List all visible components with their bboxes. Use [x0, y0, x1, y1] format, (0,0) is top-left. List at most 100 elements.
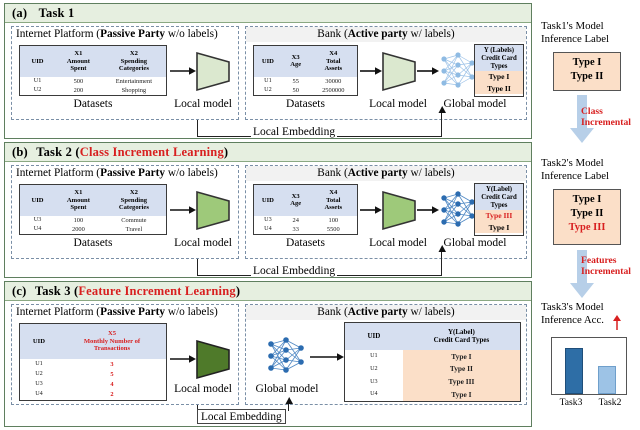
task3-inference-caption: Task3's Model Inference Acc.	[541, 301, 604, 326]
task2-passive-table: UID X1 Amount Spent X2 Spending Categori…	[19, 184, 167, 235]
task3-global-model-caption: Global model	[255, 383, 319, 395]
passive-title-bold: Passive Party	[100, 28, 166, 40]
panel-task1-title: Task 1	[38, 6, 75, 20]
task2-active-arrow1-icon	[360, 206, 382, 214]
task2-global-model-caption: Global model	[443, 237, 507, 249]
bar-task2	[598, 366, 616, 394]
task1-active-table: UID X3 Age X4 Total Assets	[253, 45, 358, 96]
th-uid: UID	[20, 324, 58, 360]
task3-passive-local-model-icon	[196, 339, 230, 380]
table-row: U3 24 100	[264, 216, 339, 224]
table-row: U4 33 5500	[264, 225, 340, 233]
features-incremental-arrow-icon	[570, 250, 594, 298]
th-x4: X4 Total Assets	[309, 46, 357, 77]
inference-type: Type II	[570, 208, 604, 220]
panel-task3-tag: (c)	[12, 284, 27, 298]
task2-active-party: Bank (Active party w/ labels) UID X3 Age	[245, 165, 527, 259]
task2-global-model-icon	[441, 191, 475, 227]
inference-type: Type III	[568, 222, 606, 234]
panel-task1-header: (a) Task 1	[5, 4, 531, 23]
inference-type: Type I	[572, 194, 602, 205]
panel-task2-title-close: )	[223, 145, 229, 159]
table-row: U4 2	[35, 390, 114, 399]
task1-active-local-model-icon	[382, 51, 416, 92]
task2-passive-model-caption: Local model	[174, 237, 232, 249]
table-row: U2 5	[35, 369, 114, 378]
panel-task3-title-close: )	[235, 284, 241, 298]
table-row: U2 50 2500000	[264, 86, 345, 94]
y-row: Type III	[475, 210, 523, 222]
task1-global-model-icon	[441, 52, 475, 88]
task1-active-title: Bank (Active party w/ labels)	[246, 27, 526, 42]
panel-task2-header: (b) Task 2 (Class Increment Learning)	[5, 143, 531, 162]
task1-global-model-caption: Global model	[443, 98, 507, 110]
th-x4: X4 Total Assets	[309, 185, 357, 216]
task1-active-arrow2-icon	[417, 67, 439, 75]
panel-task3-subtitle: Feature Increment Learning	[78, 284, 236, 298]
inference-type: Type II	[570, 71, 604, 83]
task1-embedding-arrowhead-icon	[438, 106, 446, 113]
table-row: U3 4	[35, 380, 114, 389]
th-x2: X2 Spending Categories	[101, 46, 166, 77]
task2-passive-title: Internet Platform (Passive Party w/o lab…	[12, 166, 238, 181]
y-row: Type II	[475, 82, 523, 95]
table-row: U1 3	[35, 359, 114, 368]
task3-active-title: Bank (Active party w/ labels)	[246, 305, 526, 320]
task2-passive-arrow-icon	[170, 206, 196, 214]
panel-task2-title: Task 2 (	[36, 145, 80, 159]
task3-passive-model-caption: Local model	[174, 383, 232, 395]
task1-passive-table: UID X1 Amount Spent X2 Spending Categori…	[19, 45, 167, 96]
task3-embedding-arrowhead-icon	[285, 397, 293, 404]
y-head: Y(Label) Credit Card Types	[475, 184, 523, 211]
task3-result-arrow-icon	[310, 353, 344, 361]
task1-passive-title: Internet Platform (Passive Party w/o lab…	[12, 27, 238, 42]
th-x3: X3 Age	[281, 185, 310, 216]
y-head: Y (Labels) Credit Card Types	[475, 45, 523, 72]
active-title-bold: Active party	[347, 28, 408, 40]
task2-active-title: Bank (Active party w/ labels)	[246, 166, 526, 181]
task1-passive-dataset-caption: Datasets	[73, 98, 113, 110]
task3-global-model-icon	[268, 337, 304, 373]
task2-embedding-arrowhead-icon	[438, 245, 446, 252]
th-uid: UID	[20, 185, 56, 216]
task1-active-arrow1-icon	[360, 67, 382, 75]
panel-task1: (a) Task 1 Internet Platform (Passive Pa…	[4, 3, 532, 139]
task1-y-labels-box: Y (Labels) Credit Card Types Type I Type…	[474, 44, 524, 97]
panel-task3-title: Task 3 (	[34, 284, 79, 298]
accuracy-up-arrow-icon	[613, 315, 621, 330]
task1-passive-model-caption: Local model	[174, 98, 232, 110]
table-row: U1 Type I	[345, 350, 520, 364]
task1-embedding-label: Local Embedding	[251, 126, 338, 138]
task2-y-labels-box: Y(Label) Credit Card Types Type III Type…	[474, 183, 524, 236]
task1-active-local-model-caption: Local model	[369, 98, 427, 110]
inference-type: Type I	[572, 57, 602, 68]
table-row: U2 200 Shopping	[33, 86, 147, 94]
table-row: U4 2000 Travel	[33, 225, 143, 233]
th-uid: UID	[254, 185, 282, 216]
table-row: U3 Type III	[345, 375, 520, 389]
task2-passive-dataset-caption: Datasets	[73, 237, 113, 249]
active-title-prefix: Bank (	[317, 28, 348, 40]
th-x5: X5 Monthly Number of Transactions	[57, 324, 166, 360]
th-y-label: Y(Label) Credit Card Types	[402, 323, 520, 351]
th-uid: UID	[20, 46, 56, 77]
th-x3: X3 Age	[281, 46, 310, 77]
table-row: U2 Type II	[345, 363, 520, 376]
task1-active-party: Bank (Active party w/ labels) UID X3 Age	[245, 26, 527, 120]
panel-task2-subtitle: Class Increment Learning	[79, 145, 224, 159]
th-x1: X1 Amount Spent	[55, 46, 102, 77]
task2-active-dataset-caption: Datasets	[286, 237, 325, 249]
task2-active-table: UID X3 Age X4 Total Assets	[253, 184, 358, 235]
task1-passive-arrow-icon	[170, 67, 196, 75]
task2-embedding-line-v-right	[441, 248, 443, 276]
task1-embedding-line-v-left	[197, 120, 199, 137]
bar-label-task3: Task3	[559, 397, 583, 408]
table-row: U1 55 30000	[264, 77, 342, 85]
accuracy-bar-chart	[551, 337, 627, 395]
task1-embedding-line-v-right	[441, 109, 443, 137]
th-uid: UID	[254, 46, 282, 77]
task3-passive-arrow-icon	[170, 355, 196, 363]
task1-passive-local-model-icon	[196, 51, 230, 92]
panel-task3: (c) Task 3 (Feature Increment Learning) …	[4, 281, 532, 427]
